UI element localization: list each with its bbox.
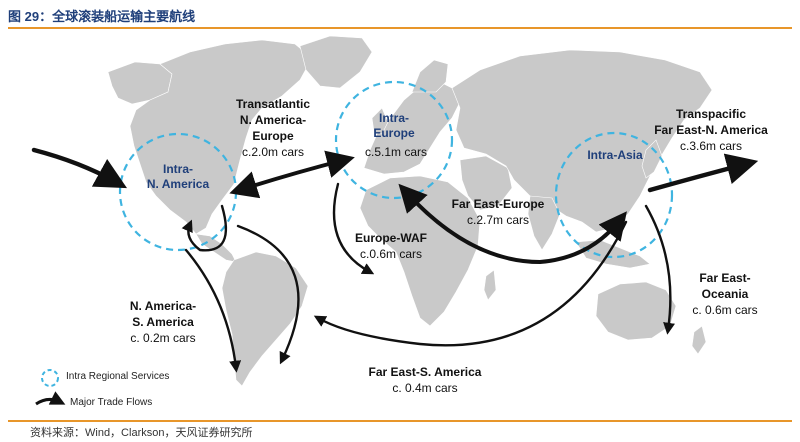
fareast-oceania-value: c. 0.6m cars xyxy=(692,303,758,317)
arrow-na-sa-east xyxy=(236,224,300,365)
label-fareast-oceania: Far East- Oceania c. 0.6m cars xyxy=(670,270,780,318)
legend-intra-regional: Intra Regional Services xyxy=(66,371,169,382)
figure-title: 图 29：全球滚装船运输主要航线 xyxy=(8,9,196,24)
top-rule xyxy=(8,27,792,29)
label-intra-europe-value: c.5.1m cars xyxy=(356,144,436,160)
land-madagascar xyxy=(483,269,497,301)
transpacific-value: c.3.6m cars xyxy=(679,139,742,153)
intra-europe-value: c.5.1m cars xyxy=(364,145,427,159)
region-na-line1: Intra- xyxy=(163,162,193,176)
land-australia xyxy=(595,281,677,341)
intra-europe-circle xyxy=(334,80,454,200)
fareast-europe-line1: Far East-Europe xyxy=(451,197,545,211)
land-japan xyxy=(641,139,663,179)
na-sa-line1: N. America- xyxy=(129,299,197,313)
region-eu-line2: Europe xyxy=(373,126,415,140)
land-asia xyxy=(451,49,713,233)
arrow-fareast-sa xyxy=(313,220,628,347)
arrow-transpacific-west xyxy=(31,147,128,189)
region-na-line2: N. America xyxy=(146,177,210,191)
region-label-intra-europe: Intra- Europe xyxy=(354,111,434,141)
transatlantic-line2: N. America- xyxy=(239,113,307,127)
na-sa-value: c. 0.2m cars xyxy=(130,331,196,345)
transatlantic-line3: Europe xyxy=(252,129,294,143)
fareast-sa-line1: Far East-S. America xyxy=(368,365,482,379)
source-note: 资料来源：Wind，Clarkson，天风证券研究所 xyxy=(30,427,253,439)
label-fareast-europe: Far East-Europe c.2.7m cars xyxy=(438,196,558,228)
fareast-oceania-line1: Far East- xyxy=(699,271,751,285)
arrow-transpacific-east xyxy=(647,153,759,193)
label-transatlantic: Transatlantic N. America- Europe c.2.0m … xyxy=(218,96,328,160)
land-greenland xyxy=(299,35,373,89)
legend-major-flows-text: Major Trade Flows xyxy=(70,397,153,408)
arrow-fareast-oceania xyxy=(644,204,675,335)
legend-major-flows: Major Trade Flows xyxy=(70,397,152,408)
land-new-zealand xyxy=(691,325,707,355)
transpacific-line2: Far East-N. America xyxy=(654,123,768,137)
land-uk xyxy=(371,107,389,135)
transpacific-line1: Transpacific xyxy=(675,107,747,121)
fareast-oceania-line2: Oceania xyxy=(701,287,749,301)
fareast-europe-value: c.2.7m cars xyxy=(466,213,529,227)
na-sa-line2: S. America xyxy=(132,315,194,329)
europe-waf-line1: Europe-WAF xyxy=(355,231,427,245)
land-southeast-asia xyxy=(575,239,651,269)
legend-circle-icon xyxy=(41,369,59,387)
arrow-na-sa-west xyxy=(184,248,242,373)
label-transpacific: Transpacific Far East-N. America c.3.6m … xyxy=(636,106,786,154)
region-label-intra-north-america: Intra- N. America xyxy=(138,162,218,192)
region-label-intra-asia: Intra-Asia xyxy=(570,148,660,163)
label-europe-waf: Europe-WAF c.0.6m cars xyxy=(336,230,446,262)
fareast-sa-value: c. 0.4m cars xyxy=(392,381,458,395)
legend-arrow-icon xyxy=(35,391,66,406)
arrow-transatlantic xyxy=(229,150,355,199)
label-fareast-sa: Far East-S. America c. 0.4m cars xyxy=(350,364,500,396)
region-asia-line1: Intra-Asia xyxy=(587,148,643,162)
arrow-fareast-europe xyxy=(398,183,627,265)
bottom-rule xyxy=(8,420,792,422)
land-scandinavia xyxy=(411,59,449,93)
transatlantic-line1: Transatlantic xyxy=(235,97,311,111)
transatlantic-value: c.2.0m cars xyxy=(241,145,304,159)
legend-intra-regional-text: Intra Regional Services xyxy=(66,371,170,382)
europe-waf-value: c.0.6m cars xyxy=(359,247,422,261)
intra-asia-circle xyxy=(554,131,674,259)
arrow-na-loop xyxy=(181,204,227,252)
region-eu-line1: Intra- xyxy=(379,111,409,125)
label-na-sa: N. America- S. America c. 0.2m cars xyxy=(108,298,218,346)
land-south-america xyxy=(221,251,309,387)
arrow-europe-waf xyxy=(332,182,375,275)
